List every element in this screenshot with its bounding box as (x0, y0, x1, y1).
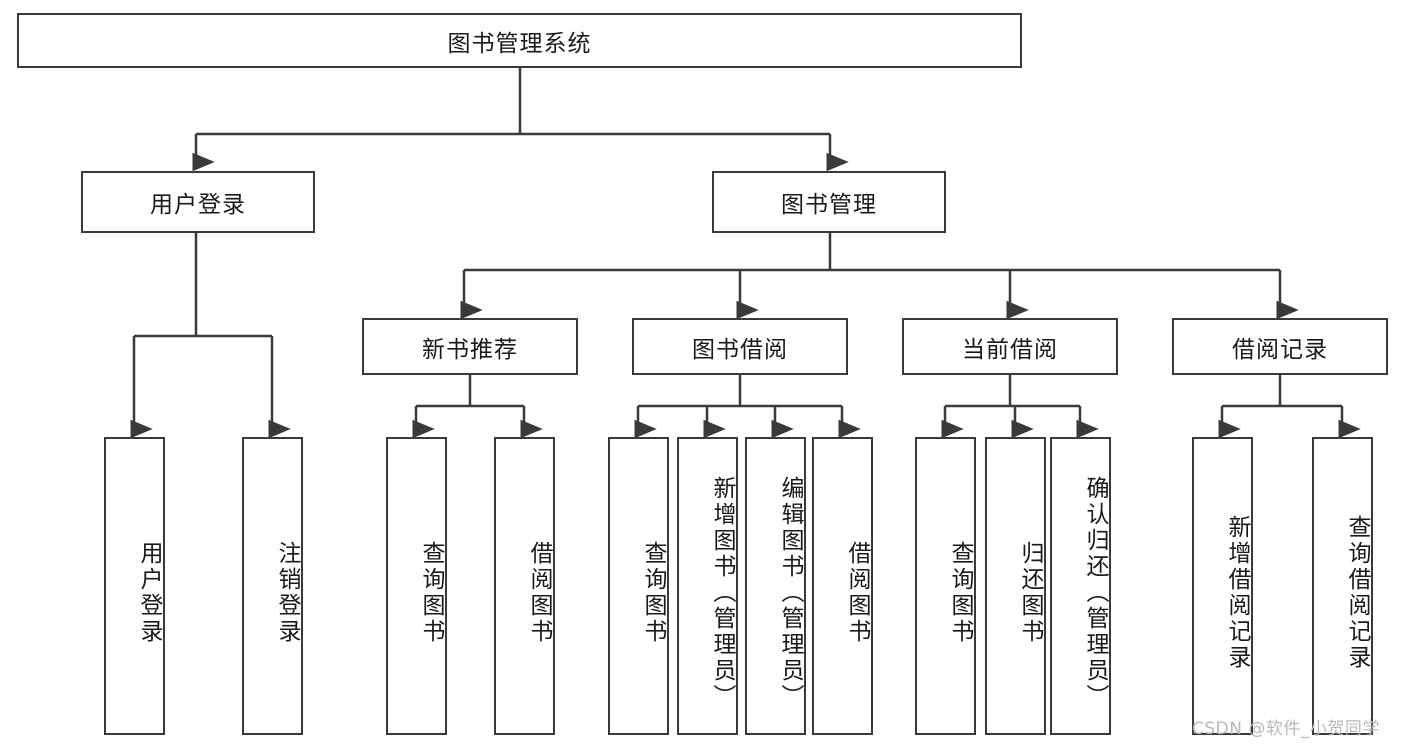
node-root-system[interactable]: 图书管理系统 (17, 13, 1022, 68)
leaf-bookborrow-edit-book-admin[interactable]: 编辑图书（管理员） (745, 437, 806, 735)
node-label: 用户登录 (136, 541, 162, 645)
leaf-newbook-borrow-book[interactable]: 借阅图书 (494, 437, 555, 735)
connector-userlogin-to-leaves (130, 233, 291, 439)
node-label: 注销登录 (274, 541, 300, 645)
leaf-newbook-query-book[interactable]: 查询图书 (386, 437, 447, 735)
node-label: 借阅图书 (844, 541, 870, 645)
node-label: 确认归还（管理员） (1082, 476, 1108, 710)
node-new-book-recommend[interactable]: 新书推荐 (362, 318, 578, 375)
csdn-watermark: CSDN @软件_小贺同学 (1192, 719, 1380, 739)
connector-bookmgmt-to-level2 (460, 233, 1299, 320)
leaf-borrowrecord-query-record[interactable]: 查询借阅记录 (1312, 437, 1373, 735)
leaf-bookborrow-query-book[interactable]: 查询图书 (608, 437, 669, 735)
leaf-currentborrow-query-book[interactable]: 查询图书 (915, 437, 976, 735)
node-book-management[interactable]: 图书管理 (712, 171, 946, 233)
node-label: 新书推荐 (422, 336, 518, 363)
node-user-login[interactable]: 用户登录 (81, 171, 315, 233)
node-current-borrow[interactable]: 当前借阅 (902, 318, 1118, 375)
node-label: 图书管理 (781, 192, 877, 218)
node-label: 借阅记录 (1232, 336, 1328, 363)
leaf-currentborrow-return-book[interactable]: 归还图书 (985, 437, 1046, 735)
leaf-bookborrow-borrow-book[interactable]: 借阅图书 (812, 437, 873, 735)
connector-borrowrecord-to-leaves (1218, 375, 1361, 439)
node-label: 查询图书 (947, 541, 973, 645)
leaf-user-login-signin[interactable]: 用户登录 (104, 437, 165, 735)
node-book-borrow[interactable]: 图书借阅 (632, 318, 848, 375)
node-label: 新增借阅记录 (1224, 515, 1250, 671)
leaf-currentborrow-confirm-return-admin[interactable]: 确认归还（管理员） (1050, 437, 1111, 735)
node-label: 查询图书 (418, 541, 444, 645)
connector-root-to-level1 (192, 68, 849, 172)
node-label: 归还图书 (1017, 541, 1043, 645)
leaf-bookborrow-add-book-admin[interactable]: 新增图书（管理员） (677, 437, 738, 735)
node-borrow-record[interactable]: 借阅记录 (1172, 318, 1388, 375)
node-label: 图书借阅 (692, 336, 788, 363)
node-label: 借阅图书 (526, 541, 552, 645)
node-label: 用户登录 (150, 192, 246, 218)
leaf-borrowrecord-add-record[interactable]: 新增借阅记录 (1192, 437, 1253, 735)
node-label: 新增图书（管理员） (709, 476, 735, 710)
node-label: 查询借阅记录 (1344, 515, 1370, 671)
node-label: 当前借阅 (962, 336, 1058, 363)
connector-currentborrow-to-leaves (941, 375, 1099, 439)
node-label: 图书管理系统 (447, 30, 592, 57)
connector-bookborrow-to-leaves (634, 375, 861, 439)
leaf-user-login-signout[interactable]: 注销登录 (242, 437, 303, 735)
node-label: 编辑图书（管理员） (777, 476, 803, 710)
connector-newbook-to-leaves (412, 375, 543, 439)
node-label: 查询图书 (640, 541, 666, 645)
